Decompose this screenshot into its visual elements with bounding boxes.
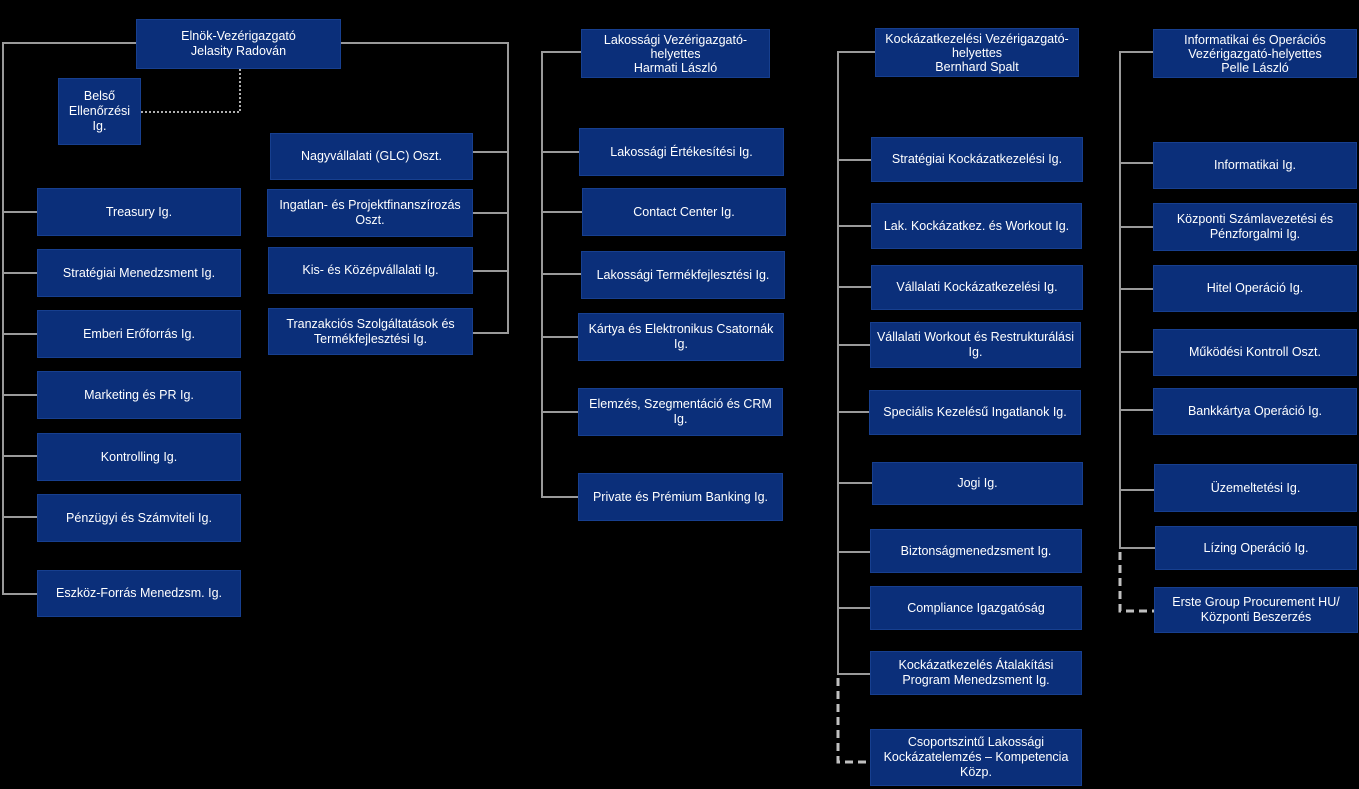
ceo-unit-alm[interactable]: Eszköz-Forrás Menedzsm. Ig. [37,570,241,617]
retail-unit-cards[interactable]: Kártya és Elektronikus Csatornák Ig. [578,313,784,361]
corporate-unit-real-estate[interactable]: Ingatlan- és Projektfinanszírozás Oszt. [267,189,473,237]
ceo-unit-controlling[interactable]: Kontrolling Ig. [37,433,241,481]
ceo-unit-marketing[interactable]: Marketing és PR Ig. [37,371,241,419]
retail-head-title1: Lakossági Vezérigazgató- [603,32,748,47]
risk-unit-strategic[interactable]: Stratégiai Kockázatkezelési Ig. [871,137,1083,182]
risk-unit-retail-workout[interactable]: Lak. Kockázatkez. és Workout Ig. [871,203,1082,249]
internal-audit-line1: Belső [83,89,116,103]
risk-unit-corporate[interactable]: Vállalati Kockázatkezelési Ig. [871,265,1083,310]
it-unit-informatics[interactable]: Informatikai Ig. [1153,142,1357,189]
it-head-name: Pelle László [1221,60,1289,75]
it-unit-procurement[interactable]: Erste Group Procurement HU/ Központi Bes… [1154,587,1358,633]
ceo-unit-treasury[interactable]: Treasury Ig. [37,188,241,236]
risk-head-title2: helyettes [951,45,1003,60]
risk-unit-special-real-estate[interactable]: Speciális Kezelésű Ingatlanok Ig. [869,390,1081,435]
it-unit-card-operations[interactable]: Bankkártya Operáció Ig. [1153,388,1357,435]
it-unit-operational-control[interactable]: Működési Kontroll Oszt. [1153,329,1357,376]
risk-unit-group-retail-analytics[interactable]: Csoportszintű Lakossági Kockázatelemzés … [870,729,1082,786]
it-unit-loan-operations[interactable]: Hitel Operáció Ig. [1153,265,1357,312]
ceo-unit-finance[interactable]: Pénzügyi és Számviteli Ig. [37,494,241,542]
corporate-unit-sme[interactable]: Kis- és Középvállalati Ig. [268,247,473,294]
it-head-title2: Vezérigazgató-helyettes [1188,46,1322,61]
it-unit-leasing-operations[interactable]: Lízing Operáció Ig. [1155,526,1357,570]
risk-head-name: Bernhard Spalt [935,59,1019,74]
retail-head-title2: helyettes [650,46,701,61]
retail-head-name: Harmati László [633,60,718,75]
risk-unit-compliance[interactable]: Compliance Igazgatóság [870,586,1082,630]
retail-unit-analytics-crm[interactable]: Elemzés, Szegmentáció és CRM Ig. [578,388,783,436]
risk-head-title1: Kockázatkezelési Vezérigazgató- [885,31,1069,46]
internal-audit-line2: Ellenőrzési Ig. [68,104,131,133]
risk-head-box[interactable]: Kockázatkezelési Vezérigazgató-helyettes… [875,28,1079,77]
ceo-unit-strategic-management[interactable]: Stratégiai Menedzsment Ig. [37,249,241,297]
it-head-title1: Informatikai és Operációs [1184,32,1326,47]
retail-unit-sales[interactable]: Lakossági Értékesítési Ig. [579,128,784,176]
retail-unit-product-dev[interactable]: Lakossági Termékfejlesztési Ig. [581,251,785,299]
retail-unit-private-banking[interactable]: Private és Prémium Banking Ig. [578,473,783,521]
risk-unit-legal[interactable]: Jogi Ig. [872,462,1083,505]
corporate-unit-transaction[interactable]: Tranzakciós Szolgáltatások és Termékfejl… [268,308,473,355]
ceo-unit-hr[interactable]: Emberi Erőforrás Ig. [37,310,241,358]
it-unit-operations[interactable]: Üzemeltetési Ig. [1154,464,1357,512]
risk-unit-security[interactable]: Biztonságmenedzsment Ig. [870,529,1082,573]
it-unit-accounts-payments[interactable]: Központi Számlavezetési és Pénzforgalmi … [1153,203,1357,251]
risk-unit-transformation[interactable]: Kockázatkezelés Átalakítási Program Mene… [870,651,1082,695]
retail-unit-contact-center[interactable]: Contact Center Ig. [582,188,786,236]
corporate-unit-glc[interactable]: Nagyvállalati (GLC) Oszt. [270,133,473,180]
ceo-name: Jelasity Radován [190,44,287,58]
ceo-title: Elnök-Vezérigazgató [181,29,296,43]
risk-unit-corporate-workout[interactable]: Vállalati Workout és Restrukturálási Ig. [870,322,1081,368]
